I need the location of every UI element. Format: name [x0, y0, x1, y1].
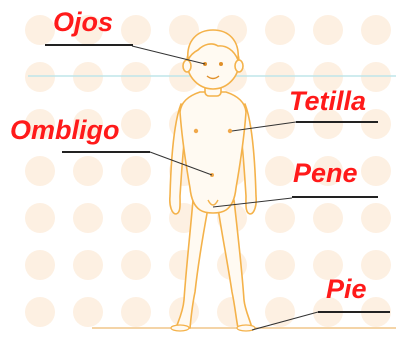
background-dot	[73, 156, 103, 186]
label-nipple: Tetilla	[289, 86, 367, 116]
label-penis: Pene	[293, 158, 358, 188]
hair	[187, 29, 239, 61]
child-figure	[169, 29, 257, 329]
background-dot	[313, 156, 343, 186]
label-penis-underline	[292, 196, 378, 198]
background-dot	[73, 62, 103, 92]
leader-line-foot	[251, 311, 319, 331]
label-navel-underline	[62, 151, 150, 153]
background-dot	[73, 15, 103, 45]
background-dot	[265, 297, 295, 327]
leader-line-penis	[212, 197, 293, 208]
background-dot	[361, 62, 391, 92]
leader-lines	[131, 45, 319, 331]
mouth	[206, 75, 220, 80]
label-eyes-underline	[45, 44, 133, 46]
left-foot	[170, 324, 190, 332]
label-foot: Pie	[326, 274, 367, 304]
leader-line-navel	[149, 151, 213, 176]
background-dot	[313, 250, 343, 280]
background-dot	[361, 109, 391, 139]
label-navel: Ombligo	[10, 115, 120, 145]
background-dot	[121, 156, 151, 186]
right-ear	[234, 59, 244, 73]
background-dot	[313, 15, 343, 45]
background-dot	[121, 203, 151, 233]
background-dot	[73, 109, 103, 139]
label-nipple-underline	[296, 121, 378, 123]
background-dot	[25, 203, 55, 233]
background-dot	[361, 15, 391, 45]
background-dot	[313, 203, 343, 233]
background-dot	[73, 250, 103, 280]
background-dot	[25, 109, 55, 139]
background-dot	[313, 109, 343, 139]
label-eyes: Ojos	[53, 7, 114, 37]
torso	[179, 91, 247, 214]
background-dot	[73, 297, 103, 327]
background-dot	[121, 62, 151, 92]
background-dot	[25, 62, 55, 92]
background-dot	[265, 203, 295, 233]
leader-line-eyes	[131, 45, 206, 65]
background-dot	[265, 156, 295, 186]
background-dot	[25, 250, 55, 280]
right-foot	[236, 324, 256, 332]
background-dot	[121, 250, 151, 280]
right-eye	[219, 62, 223, 66]
background-dot	[313, 62, 343, 92]
background-dot	[361, 203, 391, 233]
background-dot	[121, 15, 151, 45]
genital-detail	[207, 199, 219, 206]
background-dot	[169, 15, 199, 45]
background-dot	[25, 297, 55, 327]
left-nipple	[193, 128, 199, 134]
background-dot	[361, 156, 391, 186]
background-dot	[25, 156, 55, 186]
background-dot	[265, 15, 295, 45]
background-dot	[361, 250, 391, 280]
background-dot	[121, 109, 151, 139]
background-dot	[265, 62, 295, 92]
background-dot	[25, 15, 55, 45]
background-dot	[73, 203, 103, 233]
left-ear	[182, 59, 192, 73]
background-dot	[265, 250, 295, 280]
leader-line-nipple	[231, 121, 297, 132]
right-nipple	[227, 128, 233, 134]
background-dot	[121, 297, 151, 327]
label-foot-underline	[318, 311, 390, 313]
